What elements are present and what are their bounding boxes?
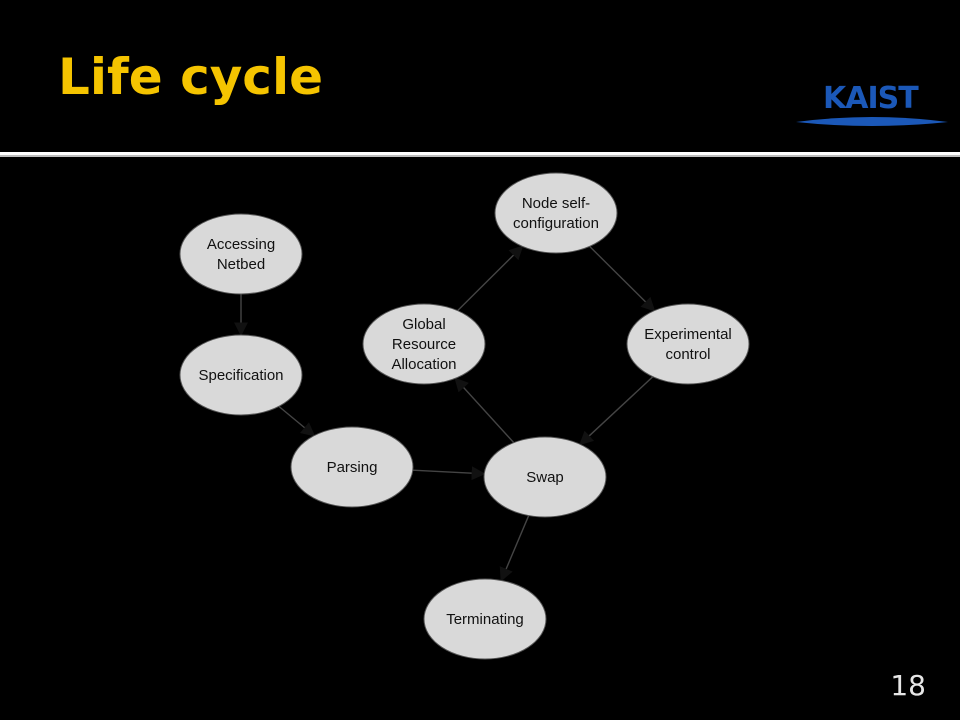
node-swap: Swap xyxy=(483,436,607,518)
node-swap-label-line-1: Swap xyxy=(526,469,564,486)
node-global-label-line-2: Resource xyxy=(392,336,456,353)
kaist-logo-text: KAIST xyxy=(823,81,919,116)
node-experimental: Experimental control xyxy=(626,303,750,385)
arrow-node_self-to-experimental xyxy=(589,245,656,312)
node-specification-shape xyxy=(179,334,303,416)
arrow-swap-to-terminating xyxy=(499,515,530,582)
node-terminating-shape xyxy=(423,578,547,660)
slide-title: Life cycle xyxy=(58,48,323,106)
slide-header: Life cycle KAIST xyxy=(0,0,960,152)
node-node_self-shape xyxy=(494,172,618,254)
node-node_self: Node self-configuration xyxy=(494,172,618,254)
diagram-edges xyxy=(234,245,656,582)
node-terminating-label-line-1: Terminating xyxy=(446,611,524,628)
node-experimental-label-line-2: control xyxy=(665,346,710,363)
node-specification: Specification xyxy=(179,334,303,416)
arrow-specification-to-parsing xyxy=(278,405,316,437)
node-specification-label-line-1: Specification xyxy=(198,367,283,384)
node-experimental-shape xyxy=(626,303,750,385)
node-experimental-label-line-1: Experimental xyxy=(644,326,732,343)
node-accessing-shape xyxy=(179,213,303,295)
arrow-global-to-node_self xyxy=(457,245,524,312)
node-parsing: Parsing xyxy=(290,426,414,508)
arrow-swap-to-global xyxy=(454,377,515,444)
arrow-experimental-to-swap xyxy=(579,376,654,446)
node-terminating: Terminating xyxy=(423,578,547,660)
node-accessing-label-line-2: Netbed xyxy=(217,256,265,273)
header-divider xyxy=(0,152,960,155)
arrow-parsing-to-swap xyxy=(412,466,486,481)
node-accessing-label-line-1: Accessing xyxy=(207,236,275,253)
slide-number: 18 xyxy=(890,669,926,702)
kaist-logo-swoosh xyxy=(796,117,948,126)
node-global-label-line-3: Allocation xyxy=(391,356,456,373)
node-node_self-label-line-1: Node self- xyxy=(522,195,590,212)
node-global-label-line-1: Global xyxy=(402,316,445,333)
node-swap-shape xyxy=(483,436,607,518)
header-divider-shadow xyxy=(0,155,960,157)
node-parsing-label-line-1: Parsing xyxy=(327,459,378,476)
node-parsing-shape xyxy=(290,426,414,508)
node-global-shape xyxy=(362,303,486,385)
node-node_self-label-line-2: configuration xyxy=(513,215,599,232)
